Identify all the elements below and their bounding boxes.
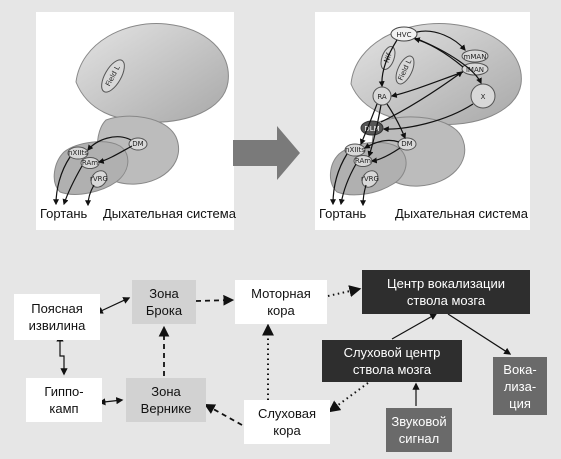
arrow-dm-nxiits <box>363 139 400 149</box>
larynx-label-left: Гортань <box>40 206 88 221</box>
nxiits-ellipse <box>344 143 366 157</box>
link-broca-motor <box>195 294 235 306</box>
arrow-dm-ram <box>97 145 133 164</box>
arrow-ram-larynx <box>338 163 357 206</box>
node-cingulate: Поясная извилина <box>14 294 100 340</box>
link-motor-brainstem-vocal <box>327 285 362 297</box>
mman-ellipse <box>461 49 489 63</box>
brain-drawing-left: Field L DM nXIIts RAm rVRG <box>53 23 229 207</box>
rvrg-label: rVRG <box>361 175 379 183</box>
node-broca: Зона Брока <box>132 280 196 324</box>
ram-label: RAm <box>82 159 98 167</box>
hvc-label: HVC <box>397 31 412 39</box>
arrow-dm-nxiits <box>87 136 132 151</box>
dlm-label: DLM <box>364 125 379 133</box>
x-label: X <box>481 93 486 101</box>
lman-label: lMAN <box>466 66 484 74</box>
dm-ellipse <box>397 137 417 151</box>
link-brainstem-vocal-vocalization <box>447 313 512 355</box>
ra-label: RA <box>377 93 387 101</box>
field-l-ellipse <box>101 59 125 93</box>
ram-label: RAm <box>355 157 371 165</box>
arrow-ram-larynx <box>62 165 83 206</box>
arrow-dm-ram <box>370 147 401 164</box>
dm-label: DM <box>401 140 412 148</box>
dm-label: DM <box>132 140 143 148</box>
node-sound-signal: Звуковой сигнал <box>386 408 452 452</box>
arrow-hvc-mman <box>416 30 466 51</box>
hvc-ellipse <box>390 26 418 42</box>
link-cingulate-broca <box>95 297 131 314</box>
x-circle <box>470 83 496 109</box>
arrow-hvc-x <box>414 37 482 85</box>
arrow-ra-dm <box>386 103 407 140</box>
node-vocalization: Вока- лиза- ция <box>493 357 547 415</box>
arrow-lman-hvc <box>413 37 464 68</box>
nxiits-label: nXIIts <box>345 146 365 154</box>
field-l-ellipse <box>395 55 415 85</box>
arrow-hvc-ra <box>378 39 398 88</box>
node-hippocampus: Гиппо- камп <box>26 378 102 422</box>
arrow-ra-ram <box>367 104 382 158</box>
brain-panel-left: Field L DM nXIIts RAm rVRG Гортань Дыхат… <box>36 12 236 230</box>
nxiits-label: nXIIts <box>68 149 88 157</box>
arrow-x-dlm <box>382 103 474 133</box>
arrow-nxiits-larynx <box>330 153 348 206</box>
link-cingulate-hippocampus <box>56 334 68 376</box>
arrow-nxiits-larynx <box>53 156 71 206</box>
dm-ellipse <box>128 137 148 151</box>
arrow-lman-ra <box>390 71 464 98</box>
arrow-rvrg-resp <box>85 184 95 207</box>
node-wernicke: Зона Вернике <box>126 378 206 422</box>
brain-drawing-right: HVC NIf Field L mMAN lMAN RA X DLM DM <box>330 23 522 207</box>
brain-panel-right: HVC NIf Field L mMAN lMAN RA X DLM DM <box>315 12 530 230</box>
link-hippocampus-wernicke <box>98 397 124 406</box>
node-auditory-cortex: Слуховая кора <box>244 400 330 444</box>
arrow-dlm-lman <box>380 71 463 123</box>
nxiits-ellipse <box>67 146 89 160</box>
rvrg-ellipse <box>361 170 379 188</box>
rvrg-label: rVRG <box>90 175 108 183</box>
node-motor-cortex: Моторная кора <box>235 280 327 324</box>
larynx-label-right: Гортань <box>319 206 367 221</box>
arrow-rvrg-resp <box>360 184 367 207</box>
link-brainstem-audio-vocal <box>391 313 438 340</box>
arrow-ra-nxiits <box>359 103 378 146</box>
node-brainstem-vocal-center: Центр вокализации ствола мозга <box>362 270 530 314</box>
respiratory-label-right: Дыхательная система <box>395 206 528 221</box>
node-brainstem-auditory-center: Слуховой центр ствола мозга <box>322 340 462 382</box>
mman-label: mMAN <box>464 53 487 61</box>
respiratory-label-left: Дыхательная система <box>103 206 236 221</box>
link-auditory-wernicke <box>204 403 243 426</box>
link-brainstem-audio-auditory <box>328 379 373 413</box>
